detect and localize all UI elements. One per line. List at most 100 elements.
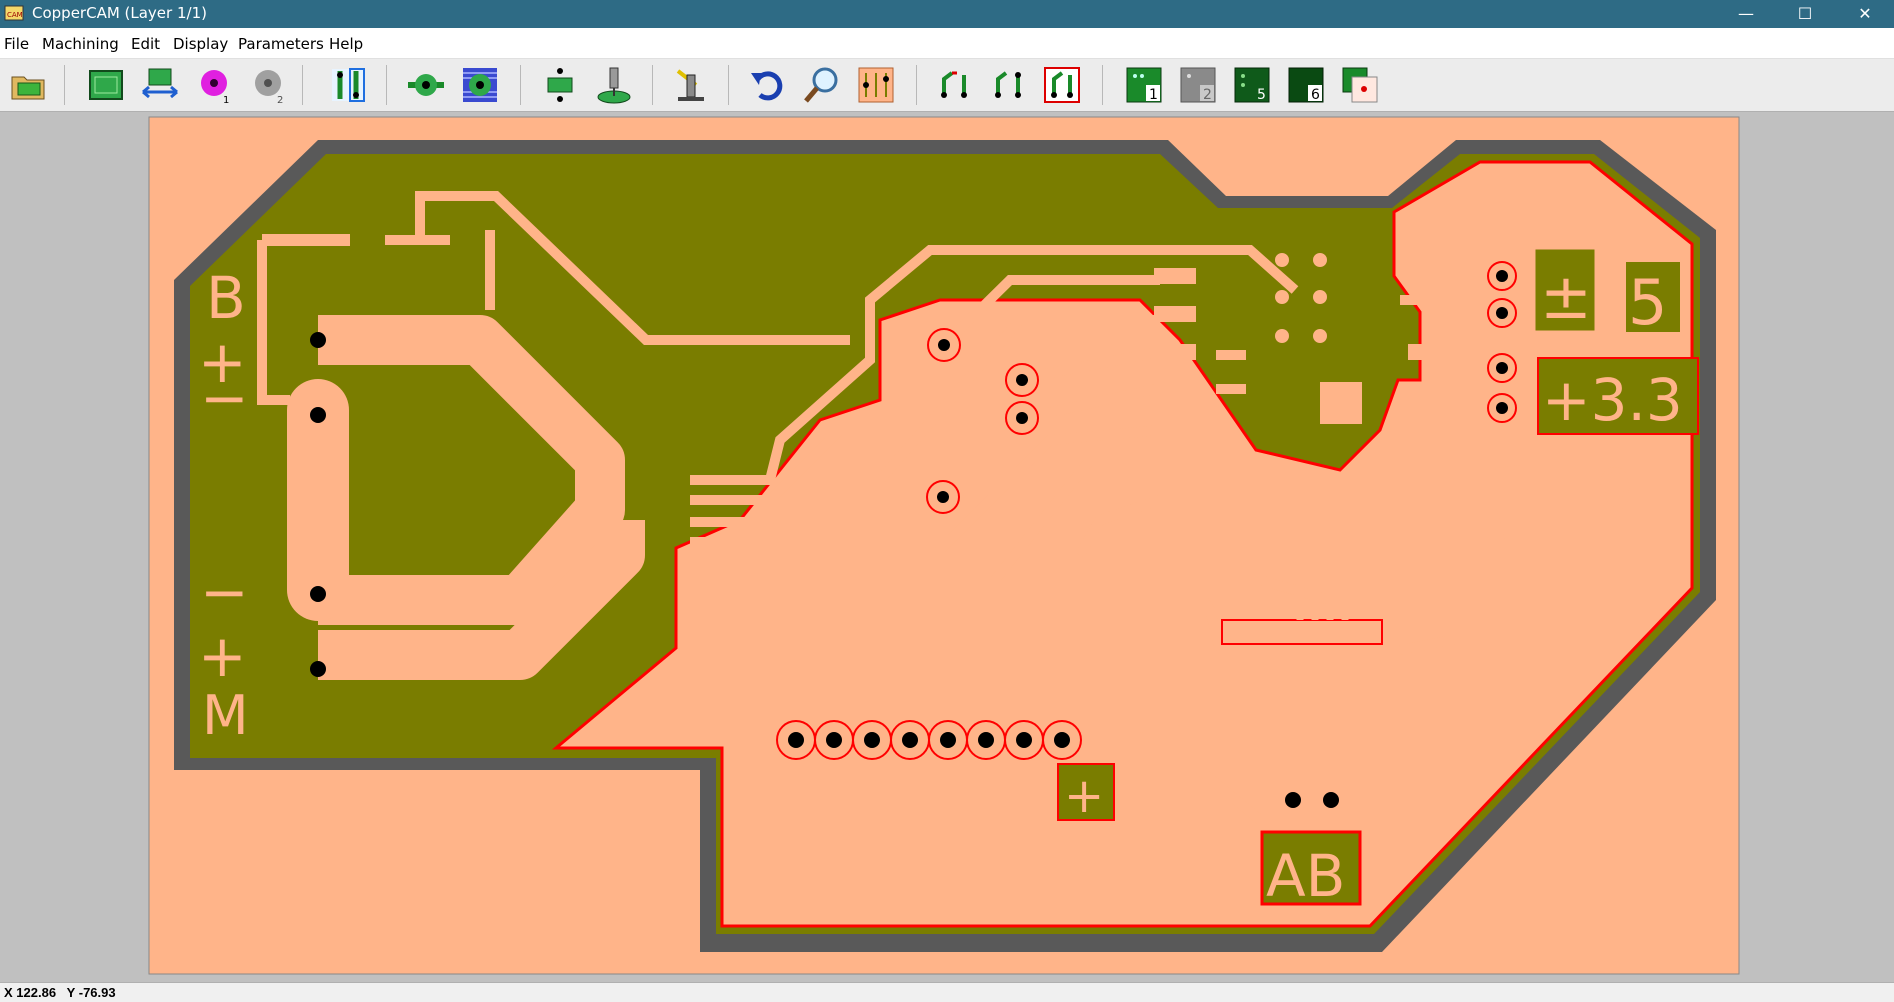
label-plus-connector: +	[1064, 768, 1104, 824]
label-box-pm	[1532, 246, 1598, 334]
label-m: M	[202, 684, 249, 747]
pad-blue-hatched-icon[interactable]	[460, 65, 500, 105]
layer2-badge: 2	[1203, 87, 1212, 103]
label-plus-33: +3.3	[1542, 366, 1683, 434]
copper-trace	[1080, 590, 1225, 652]
y-label: Y	[66, 985, 76, 1000]
label-minus-bottom: −	[200, 558, 249, 626]
coordinate-readout: X 122.86 Y -76.93	[4, 985, 116, 1000]
mirror-arrows-icon[interactable]	[140, 65, 180, 105]
toolbar-separator	[302, 65, 303, 105]
copper-trace	[1399, 499, 1506, 655]
pad-gray-icon[interactable]: 2	[248, 65, 288, 105]
y-value: -76.93	[78, 985, 116, 1000]
label-b: B	[206, 264, 246, 332]
copper-trace	[1022, 383, 1162, 423]
cut-tool-icon[interactable]	[670, 65, 710, 105]
drill-board-icon[interactable]	[540, 65, 580, 105]
layer-overlay-icon[interactable]	[1340, 65, 1380, 105]
copper-trace	[875, 315, 1160, 510]
copper-trace	[690, 245, 1299, 485]
copper-trace	[690, 537, 805, 560]
engrave-tool-icon[interactable]	[594, 65, 634, 105]
menu-machining[interactable]: Machining	[42, 35, 119, 53]
copper-trace	[385, 191, 850, 345]
menu-file[interactable]: File	[4, 35, 30, 53]
toolbar-separator	[386, 65, 387, 105]
pad2-badge: 2	[277, 95, 283, 105]
pcb-board-view[interactable]: B + − − + M ± 5 +3.3 0 + AB	[0, 112, 1894, 981]
menu-edit[interactable]: Edit	[131, 35, 161, 53]
layer5-badge: 5	[1257, 87, 1266, 103]
copper-trace	[257, 240, 290, 405]
status-bar: X 122.86 Y -76.93	[0, 982, 1894, 1002]
layer6-badge: 6	[1311, 87, 1320, 103]
copper-trace	[1023, 347, 1161, 383]
menu-bar: File Machining Edit Display Parameters H…	[0, 28, 1894, 59]
copper-big-trace	[318, 315, 625, 625]
label-zero: 0	[1596, 456, 1633, 524]
copper-trace	[935, 425, 1161, 740]
copper-trace	[1195, 610, 1405, 825]
tracks-alt-icon[interactable]	[988, 65, 1028, 105]
connector-pad	[1221, 619, 1383, 645]
layer1-badge: 1	[1149, 87, 1158, 103]
tracks-vertical-icon[interactable]	[328, 65, 368, 105]
maximize-button[interactable]: ☐	[1797, 4, 1813, 23]
toolbar-separator	[64, 65, 65, 105]
layer-5-icon[interactable]: 5	[1232, 65, 1272, 105]
minimize-button[interactable]: —	[1738, 4, 1754, 23]
pad1-badge: 1	[223, 95, 229, 105]
label-box-five	[1626, 262, 1680, 332]
layer-2-icon[interactable]: 2	[1178, 65, 1218, 105]
board-outline-icon[interactable]	[86, 65, 126, 105]
header-pads	[776, 720, 1082, 760]
layer-6-icon[interactable]: 6	[1286, 65, 1326, 105]
menu-parameters[interactable]: Parameters	[238, 35, 324, 53]
undo-icon[interactable]	[748, 65, 788, 105]
copper-trace	[1075, 495, 1162, 558]
menu-help[interactable]: Help	[329, 35, 364, 53]
toolbar: 1 2 1 2	[0, 59, 1894, 112]
coppercam-app-icon: CAM	[4, 5, 24, 21]
window-title: CopperCAM (Layer 1/1)	[32, 4, 207, 22]
copper-trace	[1296, 560, 1349, 620]
label-box-plus-bottom	[1057, 763, 1115, 821]
label-plus-bottom: +	[198, 622, 247, 690]
pad-holes	[310, 261, 1517, 808]
tracks-select-icon[interactable]	[1042, 65, 1082, 105]
pad-green-icon[interactable]	[406, 65, 446, 105]
menu-display[interactable]: Display	[173, 35, 229, 53]
toolbar-separator	[1102, 65, 1103, 105]
copper-trace	[940, 275, 1160, 349]
copper-trace	[990, 455, 1160, 740]
toolbar-separator	[520, 65, 521, 105]
ic-footprint	[1154, 253, 1450, 512]
copper-trace	[1060, 725, 1181, 743]
label-ab: AB	[1266, 842, 1345, 910]
copper-big-trace	[318, 520, 645, 680]
x-label: X	[4, 985, 13, 1000]
pad-magenta-icon[interactable]: 1	[194, 65, 234, 105]
tracks-icon[interactable]	[934, 65, 974, 105]
toolbar-separator	[652, 65, 653, 105]
copper-trace	[1450, 455, 1521, 470]
close-button[interactable]: ✕	[1858, 4, 1872, 23]
label-plus-minus: ±	[1540, 260, 1592, 333]
workspace[interactable]: B + − − + M ± 5 +3.3 0 + AB	[0, 112, 1894, 981]
toolbar-separator	[916, 65, 917, 105]
board-view-icon[interactable]	[856, 65, 896, 105]
x-value: 122.86	[16, 985, 57, 1000]
layer-1-icon[interactable]: 1	[1124, 65, 1164, 105]
label-box-ab	[1260, 830, 1362, 906]
label-plus-top: +	[198, 328, 247, 396]
zoom-icon[interactable]	[802, 65, 842, 105]
copper-trace	[690, 425, 880, 505]
label-five: 5	[1628, 266, 1667, 339]
copper-trace	[1255, 520, 1332, 605]
label-minus-top: −	[200, 364, 249, 432]
svg-text:CAM: CAM	[7, 11, 23, 19]
label-box-33	[1537, 357, 1699, 435]
open-folder-icon[interactable]	[8, 65, 48, 105]
toolbar-separator	[728, 65, 729, 105]
